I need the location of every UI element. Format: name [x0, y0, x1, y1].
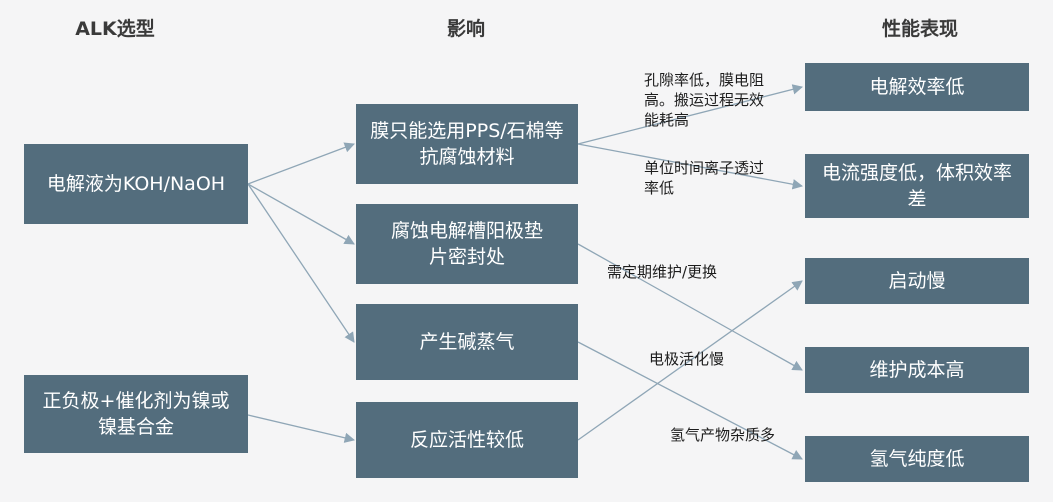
box-efficiency: 电解效率低	[805, 63, 1029, 111]
label-porosity: 孔隙率低，膜电阻高。搬运过程无效能耗高	[644, 71, 765, 129]
arrow-activity-startup	[577, 280, 803, 441]
box-electrode: 正负极+催化剂为镍或镍基合金	[24, 375, 248, 453]
arrow-membrane-efficiency	[577, 84, 804, 145]
box-startup: 启动慢	[805, 258, 1029, 304]
arrow-electrode-activity	[247, 414, 356, 443]
arrow-electrolyte-corrosion	[247, 183, 355, 245]
box-purity: 氢气纯度低	[805, 436, 1029, 482]
arrow-alkali-purity	[577, 341, 803, 460]
box-activity: 反应活性较低	[356, 402, 578, 478]
header-impact: 影响	[446, 18, 485, 40]
label-impurity: 氢气产物杂质多	[670, 426, 776, 444]
header-performance: 性能表现	[881, 18, 958, 40]
box-electrolyte: 电解液为KOH/NaOH	[24, 144, 248, 224]
arrow-electrolyte-alkali	[247, 183, 355, 343]
label-activation: 电极活化慢	[649, 350, 725, 368]
arrow-electrolyte-membrane	[247, 142, 355, 185]
label-ion: 单位时间离子透过率低	[644, 159, 765, 197]
box-current: 电流强度低，体积效率差	[805, 154, 1029, 218]
box-alkali: 产生碱蒸气	[356, 304, 578, 380]
header-alk-selection: ALK选型	[75, 18, 155, 40]
box-membrane: 膜只能选用PPS/石棉等抗腐蚀材料	[356, 104, 578, 184]
box-corrosion: 腐蚀电解槽阳极垫片密封处	[356, 204, 578, 284]
box-maintenance: 维护成本高	[805, 347, 1029, 393]
arrow-corrosion-maintenance	[577, 243, 803, 371]
label-maintain: 需定期维护/更换	[607, 263, 718, 281]
arrow-membrane-current	[577, 143, 804, 190]
